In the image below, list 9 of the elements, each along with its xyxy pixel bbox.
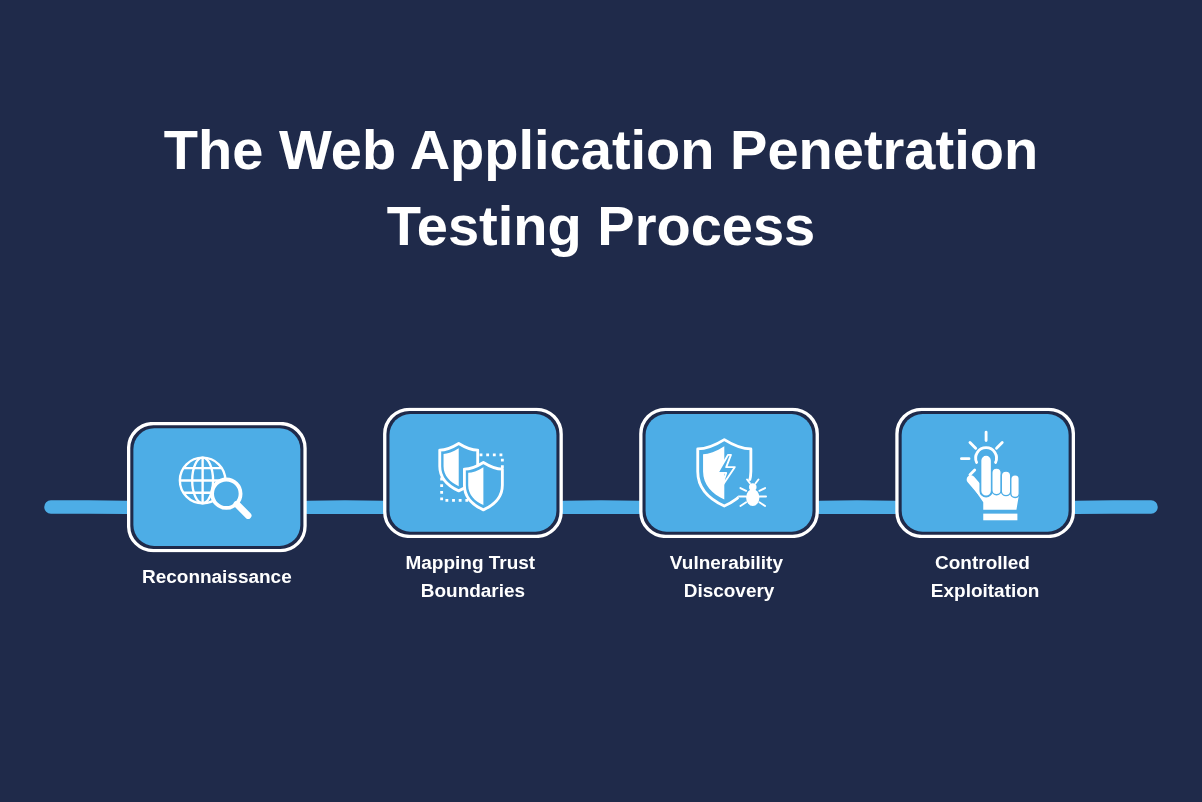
node-picture	[126, 421, 307, 553]
node-label: Vulnerability Discovery	[669, 551, 783, 601]
node-label: Controlled Exploitation	[930, 551, 1040, 601]
node-picture	[638, 407, 820, 539]
node-label: Reconnaissance	[141, 565, 292, 587]
node-label: Mapping Trust Boundaries	[405, 551, 536, 601]
node-picture	[895, 407, 1076, 539]
node-picture	[382, 407, 564, 539]
title: The Web Application Penetration Testing Process	[162, 117, 1040, 259]
